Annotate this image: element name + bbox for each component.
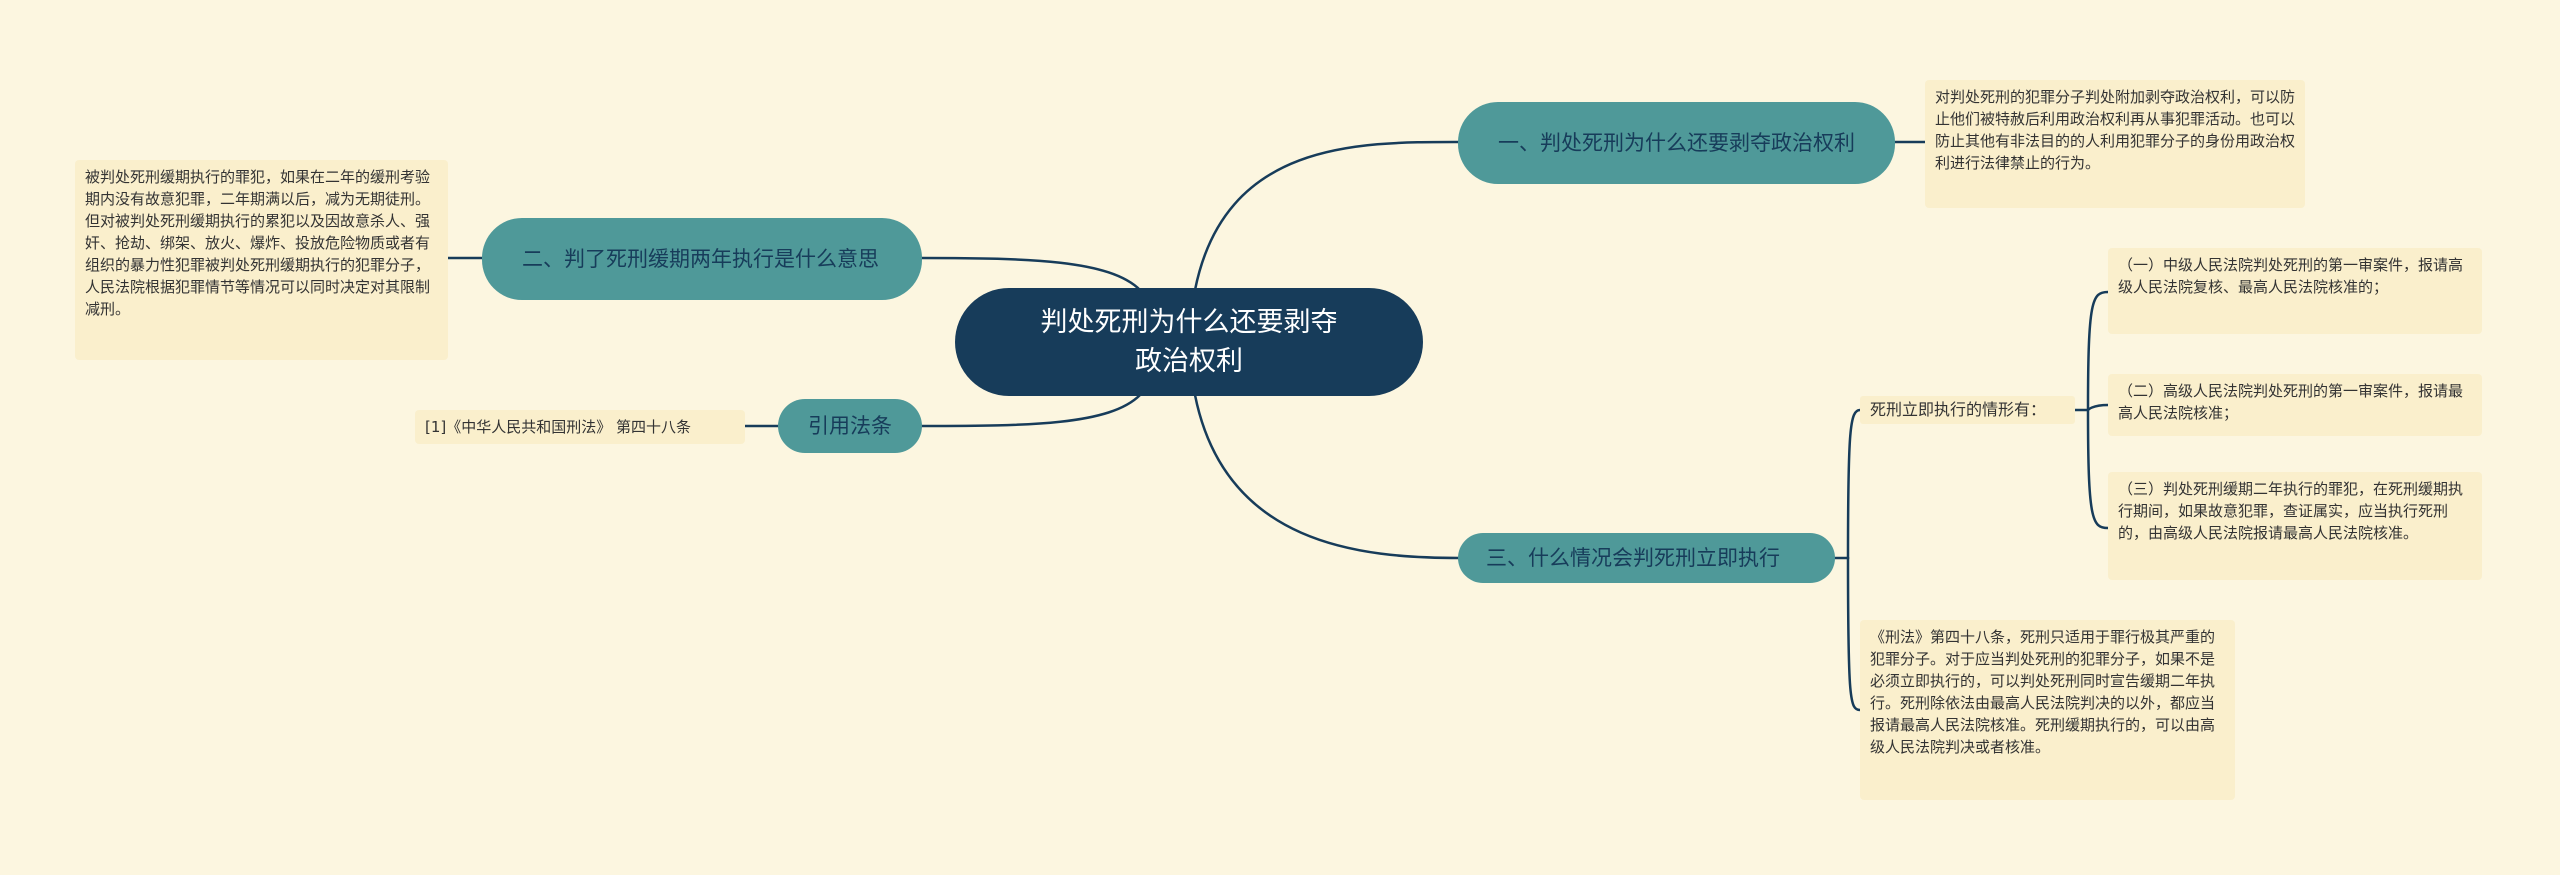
- branch-law-detail: [1]《中华人民共和国刑法》 第四十八条: [415, 410, 745, 444]
- connector-root-to-branch-one: [1193, 140, 1462, 292]
- branch-three[interactable]: 三、什么情况会判死刑立即执行: [1458, 533, 1835, 583]
- connector-root-to-branch-law: [920, 393, 1142, 428]
- connector-to-case-2: [2086, 403, 2110, 412]
- branch-one-detail: 对判处死刑的犯罪分子判处附加剥夺政治权利，可以防止他们被特赦后利用政治权利再从事…: [1925, 80, 2305, 208]
- branch-two[interactable]: 二、判了死刑缓期两年执行是什么意思: [482, 218, 922, 300]
- branch-one[interactable]: 一、判处死刑为什么还要剥夺政治权利: [1458, 102, 1895, 184]
- branch-law[interactable]: 引用法条: [778, 399, 922, 453]
- connector-to-case-1: [2086, 290, 2110, 412]
- branch-three-label: 三、什么情况会判死刑立即执行: [1486, 546, 1780, 570]
- branch-three-detail: 《刑法》第四十八条，死刑只适用于罪行极其严重的犯罪分子。对于应当判处死刑的犯罪分…: [1860, 620, 2235, 800]
- root-topic-label: 判处死刑为什么还要剥夺 政治权利: [1040, 307, 1338, 377]
- connector-root-to-branch-two: [920, 256, 1142, 292]
- branch-two-label: 二、判了死刑缓期两年执行是什么意思: [522, 247, 879, 271]
- branch-law-detail-text: [1]《中华人民共和国刑法》 第四十八条: [425, 418, 692, 436]
- case-item-2: （二）高级人民法院判处死刑的第一审案件，报请最高人民法院核准；: [2108, 374, 2482, 436]
- root-topic[interactable]: 判处死刑为什么还要剥夺 政治权利: [955, 288, 1423, 396]
- connector-to-three-detail: [1846, 556, 1862, 712]
- connector-to-sub-label: [1846, 408, 1862, 560]
- branch-two-detail-text: 被判处死刑缓期执行的罪犯，如果在二年的缓刑考验期内没有故意犯罪，二年期满以后，减…: [85, 168, 431, 318]
- connector-to-case-3: [2086, 408, 2110, 530]
- case-item-3-text: （三）判处死刑缓期二年执行的罪犯，在死刑缓期执行期间，如果故意犯罪，查证属实，应…: [2118, 480, 2464, 542]
- connector-root-to-branch-three: [1193, 393, 1462, 560]
- branch-one-detail-text: 对判处死刑的犯罪分子判处附加剥夺政治权利，可以防止他们被特赦后利用政治权利再从事…: [1935, 88, 2296, 172]
- case-item-2-text: （二）高级人民法院判处死刑的第一审案件，报请最高人民法院核准；: [2118, 382, 2464, 422]
- branch-three-sub-label[interactable]: 死刑立即执行的情形有：: [1860, 396, 2075, 424]
- branch-one-label: 一、判处死刑为什么还要剥夺政治权利: [1498, 131, 1855, 155]
- branch-three-detail-text: 《刑法》第四十八条，死刑只适用于罪行极其严重的犯罪分子。对于应当判处死刑的犯罪分…: [1870, 628, 2216, 756]
- branch-law-label: 引用法条: [808, 414, 892, 438]
- case-item-1: （一）中级人民法院判处死刑的第一审案件，报请高级人民法院复核、最高人民法院核准的…: [2108, 248, 2482, 334]
- branch-two-detail: 被判处死刑缓期执行的罪犯，如果在二年的缓刑考验期内没有故意犯罪，二年期满以后，减…: [75, 160, 448, 360]
- case-item-3: （三）判处死刑缓期二年执行的罪犯，在死刑缓期执行期间，如果故意犯罪，查证属实，应…: [2108, 472, 2482, 580]
- case-item-1-text: （一）中级人民法院判处死刑的第一审案件，报请高级人民法院复核、最高人民法院核准的…: [2118, 256, 2464, 296]
- branch-three-sub-label-text: 死刑立即执行的情形有：: [1870, 400, 2047, 419]
